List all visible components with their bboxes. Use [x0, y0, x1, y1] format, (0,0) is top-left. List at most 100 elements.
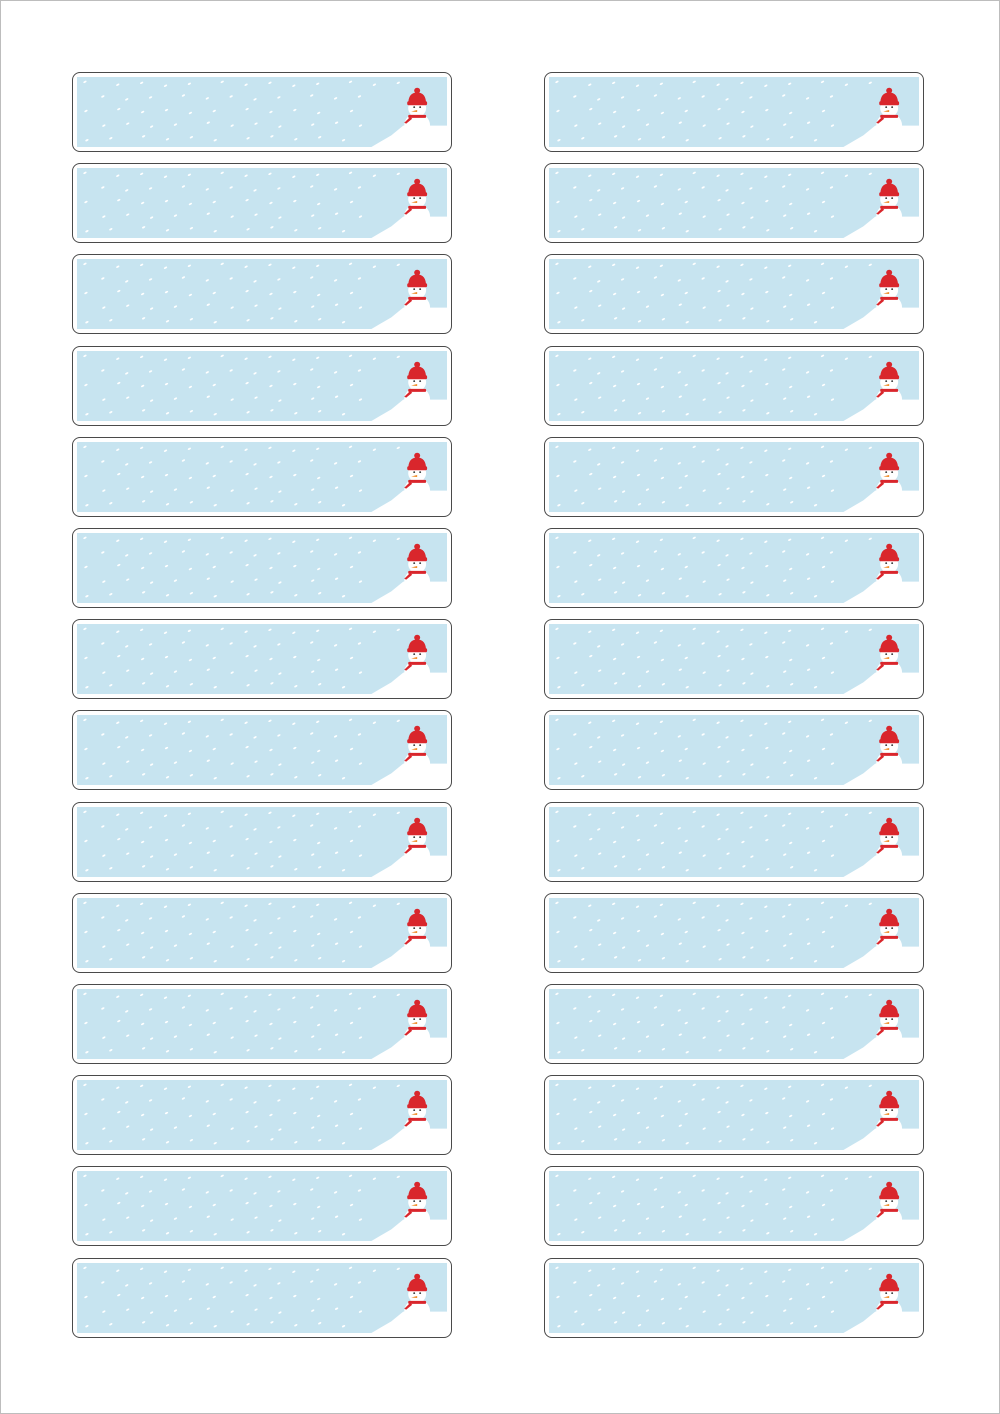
- address-label[interactable]: [72, 1166, 452, 1247]
- address-label[interactable]: [544, 163, 924, 244]
- snowman-icon: [843, 87, 919, 147]
- snowflakes: [83, 810, 400, 871]
- label-artwork: [549, 897, 919, 968]
- address-label[interactable]: [544, 710, 924, 791]
- snowflakes: [555, 627, 872, 689]
- label-artwork: [549, 624, 919, 695]
- sky-background: [77, 168, 447, 239]
- label-artwork: [77, 350, 447, 421]
- snowflakes: [83, 354, 400, 415]
- snowman-icon: [371, 87, 447, 147]
- snowman-icon: [843, 634, 919, 695]
- sky-background: [549, 1171, 919, 1242]
- address-label[interactable]: [72, 436, 452, 517]
- address-label[interactable]: [72, 710, 452, 791]
- label-artwork: [77, 1171, 447, 1242]
- address-label[interactable]: [544, 436, 924, 517]
- sky-background: [77, 77, 447, 147]
- address-label[interactable]: [72, 619, 452, 700]
- address-label[interactable]: [72, 163, 452, 244]
- snowman-icon: [843, 1182, 919, 1242]
- label-artwork: [549, 533, 919, 603]
- snowman-icon: [843, 999, 919, 1059]
- snowman-icon: [843, 1273, 919, 1333]
- address-label[interactable]: [544, 984, 924, 1064]
- snowman-icon: [371, 817, 447, 877]
- label-artwork: [549, 1080, 919, 1151]
- label-artwork: [549, 259, 919, 330]
- sky-background: [549, 441, 919, 512]
- address-label[interactable]: [544, 1166, 924, 1247]
- label-artwork: [77, 715, 447, 786]
- snowflakes: [555, 354, 872, 415]
- sky-background: [77, 533, 447, 603]
- address-label[interactable]: [72, 1257, 452, 1338]
- address-label[interactable]: [544, 619, 924, 700]
- address-label[interactable]: [544, 528, 924, 608]
- address-label[interactable]: [72, 892, 452, 973]
- address-label[interactable]: [72, 345, 452, 426]
- sky-background: [549, 350, 919, 421]
- address-label[interactable]: [72, 528, 452, 608]
- address-label[interactable]: [72, 254, 452, 335]
- snowflakes: [83, 445, 400, 507]
- sky-background: [77, 897, 447, 968]
- snowflakes: [555, 80, 872, 142]
- sky-background: [77, 259, 447, 330]
- snowman-icon: [371, 543, 447, 603]
- snowflakes: [555, 536, 872, 598]
- sky-background: [77, 1171, 447, 1242]
- label-artwork: [77, 533, 447, 603]
- snowflakes: [83, 1083, 400, 1145]
- snowflakes: [555, 1083, 872, 1145]
- address-label[interactable]: [72, 984, 452, 1064]
- label-artwork: [77, 259, 447, 330]
- sky-background: [549, 806, 919, 877]
- snowflakes: [83, 719, 400, 780]
- snowman-icon: [843, 452, 919, 512]
- snowflakes: [83, 263, 400, 324]
- snowflakes: [83, 627, 400, 689]
- snowflakes: [555, 1175, 872, 1236]
- snowman-icon: [371, 361, 447, 421]
- address-label[interactable]: [544, 892, 924, 973]
- snowman-icon: [843, 1090, 919, 1151]
- sky-background: [549, 259, 919, 330]
- label-artwork: [77, 1080, 447, 1151]
- sky-background: [77, 806, 447, 877]
- sky-background: [549, 624, 919, 695]
- sky-background: [77, 989, 447, 1059]
- snowflakes: [83, 992, 400, 1054]
- snowman-icon: [371, 634, 447, 695]
- snowflakes: [555, 992, 872, 1054]
- address-label[interactable]: [544, 345, 924, 426]
- snowflakes: [555, 810, 872, 871]
- address-label[interactable]: [544, 1257, 924, 1338]
- address-label[interactable]: [72, 1075, 452, 1156]
- snowman-icon: [371, 1273, 447, 1333]
- label-artwork: [549, 806, 919, 877]
- sky-background: [77, 624, 447, 695]
- snowman-icon: [843, 361, 919, 421]
- label-artwork: [549, 1171, 919, 1242]
- snowman-icon: [371, 999, 447, 1059]
- address-label[interactable]: [544, 801, 924, 882]
- label-artwork: [549, 77, 919, 147]
- snowflakes: [555, 719, 872, 780]
- address-label[interactable]: [544, 72, 924, 152]
- snowflakes: [83, 536, 400, 598]
- address-label[interactable]: [544, 254, 924, 335]
- snowflakes: [555, 901, 872, 963]
- snowman-icon: [843, 270, 919, 330]
- snowman-icon: [371, 178, 447, 239]
- snowman-icon: [843, 726, 919, 786]
- label-artwork: [77, 897, 447, 968]
- snowman-icon: [371, 726, 447, 786]
- address-label[interactable]: [72, 72, 452, 152]
- snowman-icon: [371, 908, 447, 968]
- address-label[interactable]: [72, 801, 452, 882]
- snowman-icon: [371, 270, 447, 330]
- label-artwork: [77, 77, 447, 147]
- address-label[interactable]: [544, 1075, 924, 1156]
- label-artwork: [549, 715, 919, 786]
